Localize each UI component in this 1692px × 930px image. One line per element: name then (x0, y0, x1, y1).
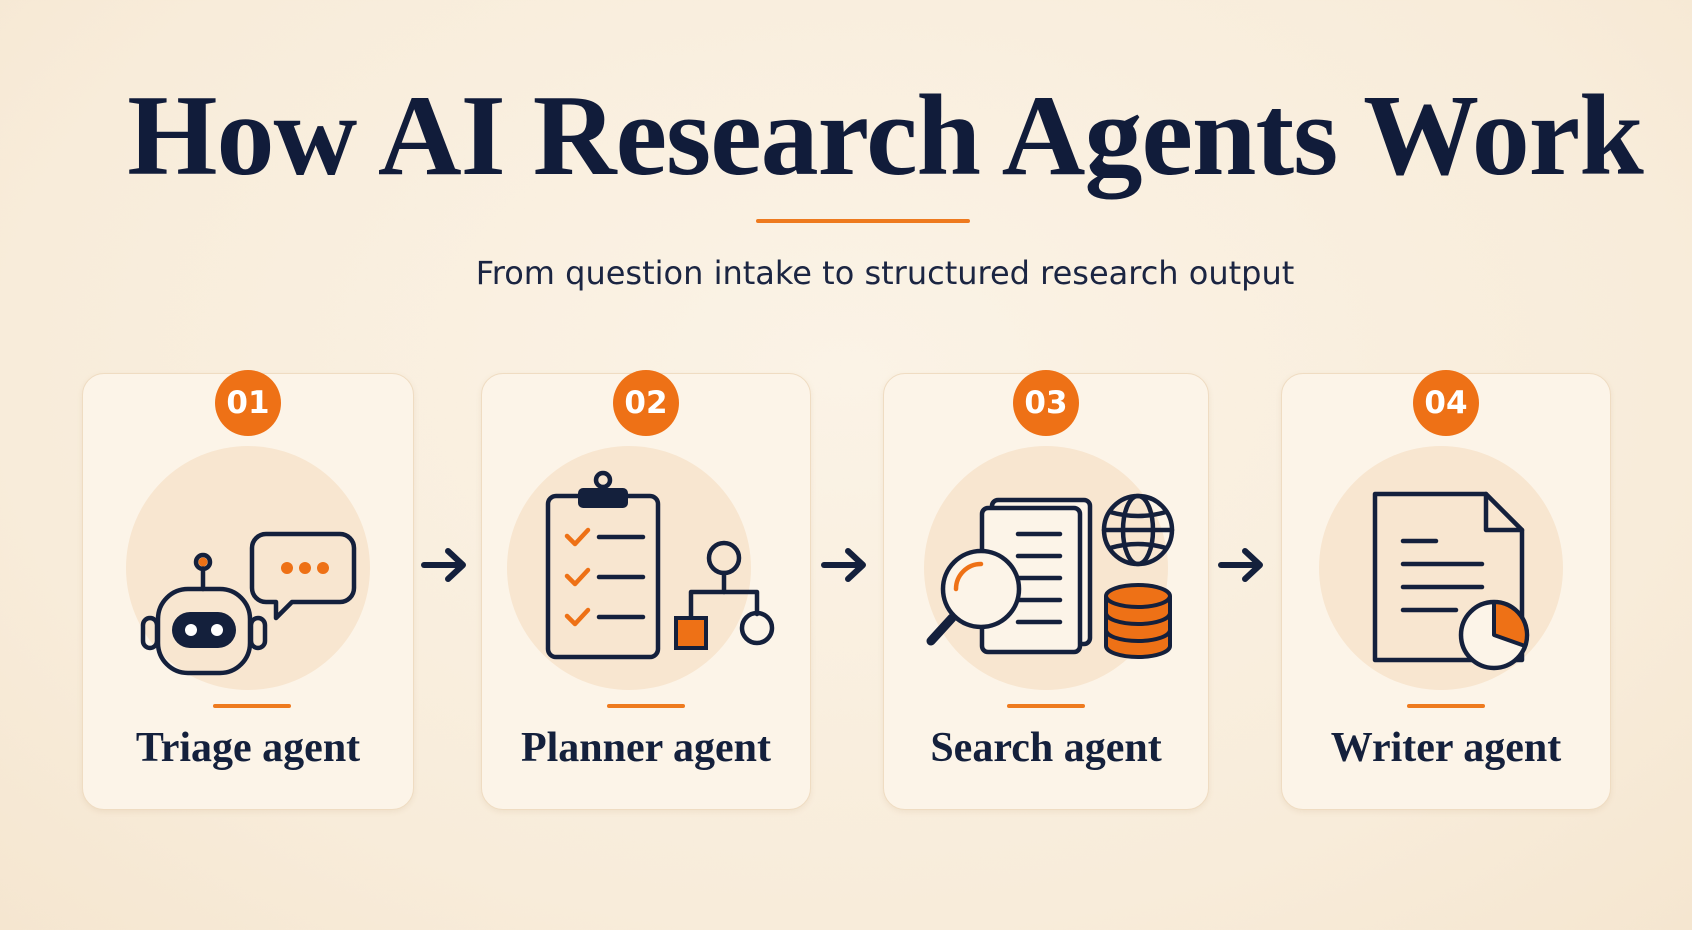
step-card-triage: 01 Triage agent (82, 370, 414, 810)
arrow-right-icon (421, 548, 466, 582)
step-number-badge: 01 (215, 370, 281, 436)
step-number-badge: 03 (1013, 370, 1079, 436)
step-label: Triage agent (135, 725, 361, 771)
label-underline (213, 704, 291, 708)
checklist-flowchart-icon (545, 470, 775, 660)
arrow-right-icon (821, 548, 866, 582)
step-label: Search agent (930, 725, 1162, 771)
title-underline (756, 219, 970, 223)
page-subtitle: From question intake to structured resea… (475, 254, 1295, 292)
step-label: Writer agent (1330, 725, 1562, 771)
step-number-badge: 02 (613, 370, 679, 436)
step-card-writer: 04 Writer agent (1281, 370, 1611, 810)
step-label: Planner agent (520, 725, 772, 771)
label-underline (1407, 704, 1485, 708)
label-underline (607, 704, 685, 708)
step-card-planner: 02 Planner agent (481, 370, 811, 810)
label-underline (1007, 704, 1085, 708)
step-number-badge: 04 (1413, 370, 1479, 436)
search-globe-database-icon (926, 493, 1175, 659)
robot-chat-icon (140, 531, 357, 676)
page-title: How AI Research Agents Work (127, 72, 1643, 200)
step-card-search: 03 Search agent (883, 370, 1209, 810)
document-pie-chart-icon (1372, 491, 1530, 671)
arrow-right-icon (1218, 548, 1263, 582)
